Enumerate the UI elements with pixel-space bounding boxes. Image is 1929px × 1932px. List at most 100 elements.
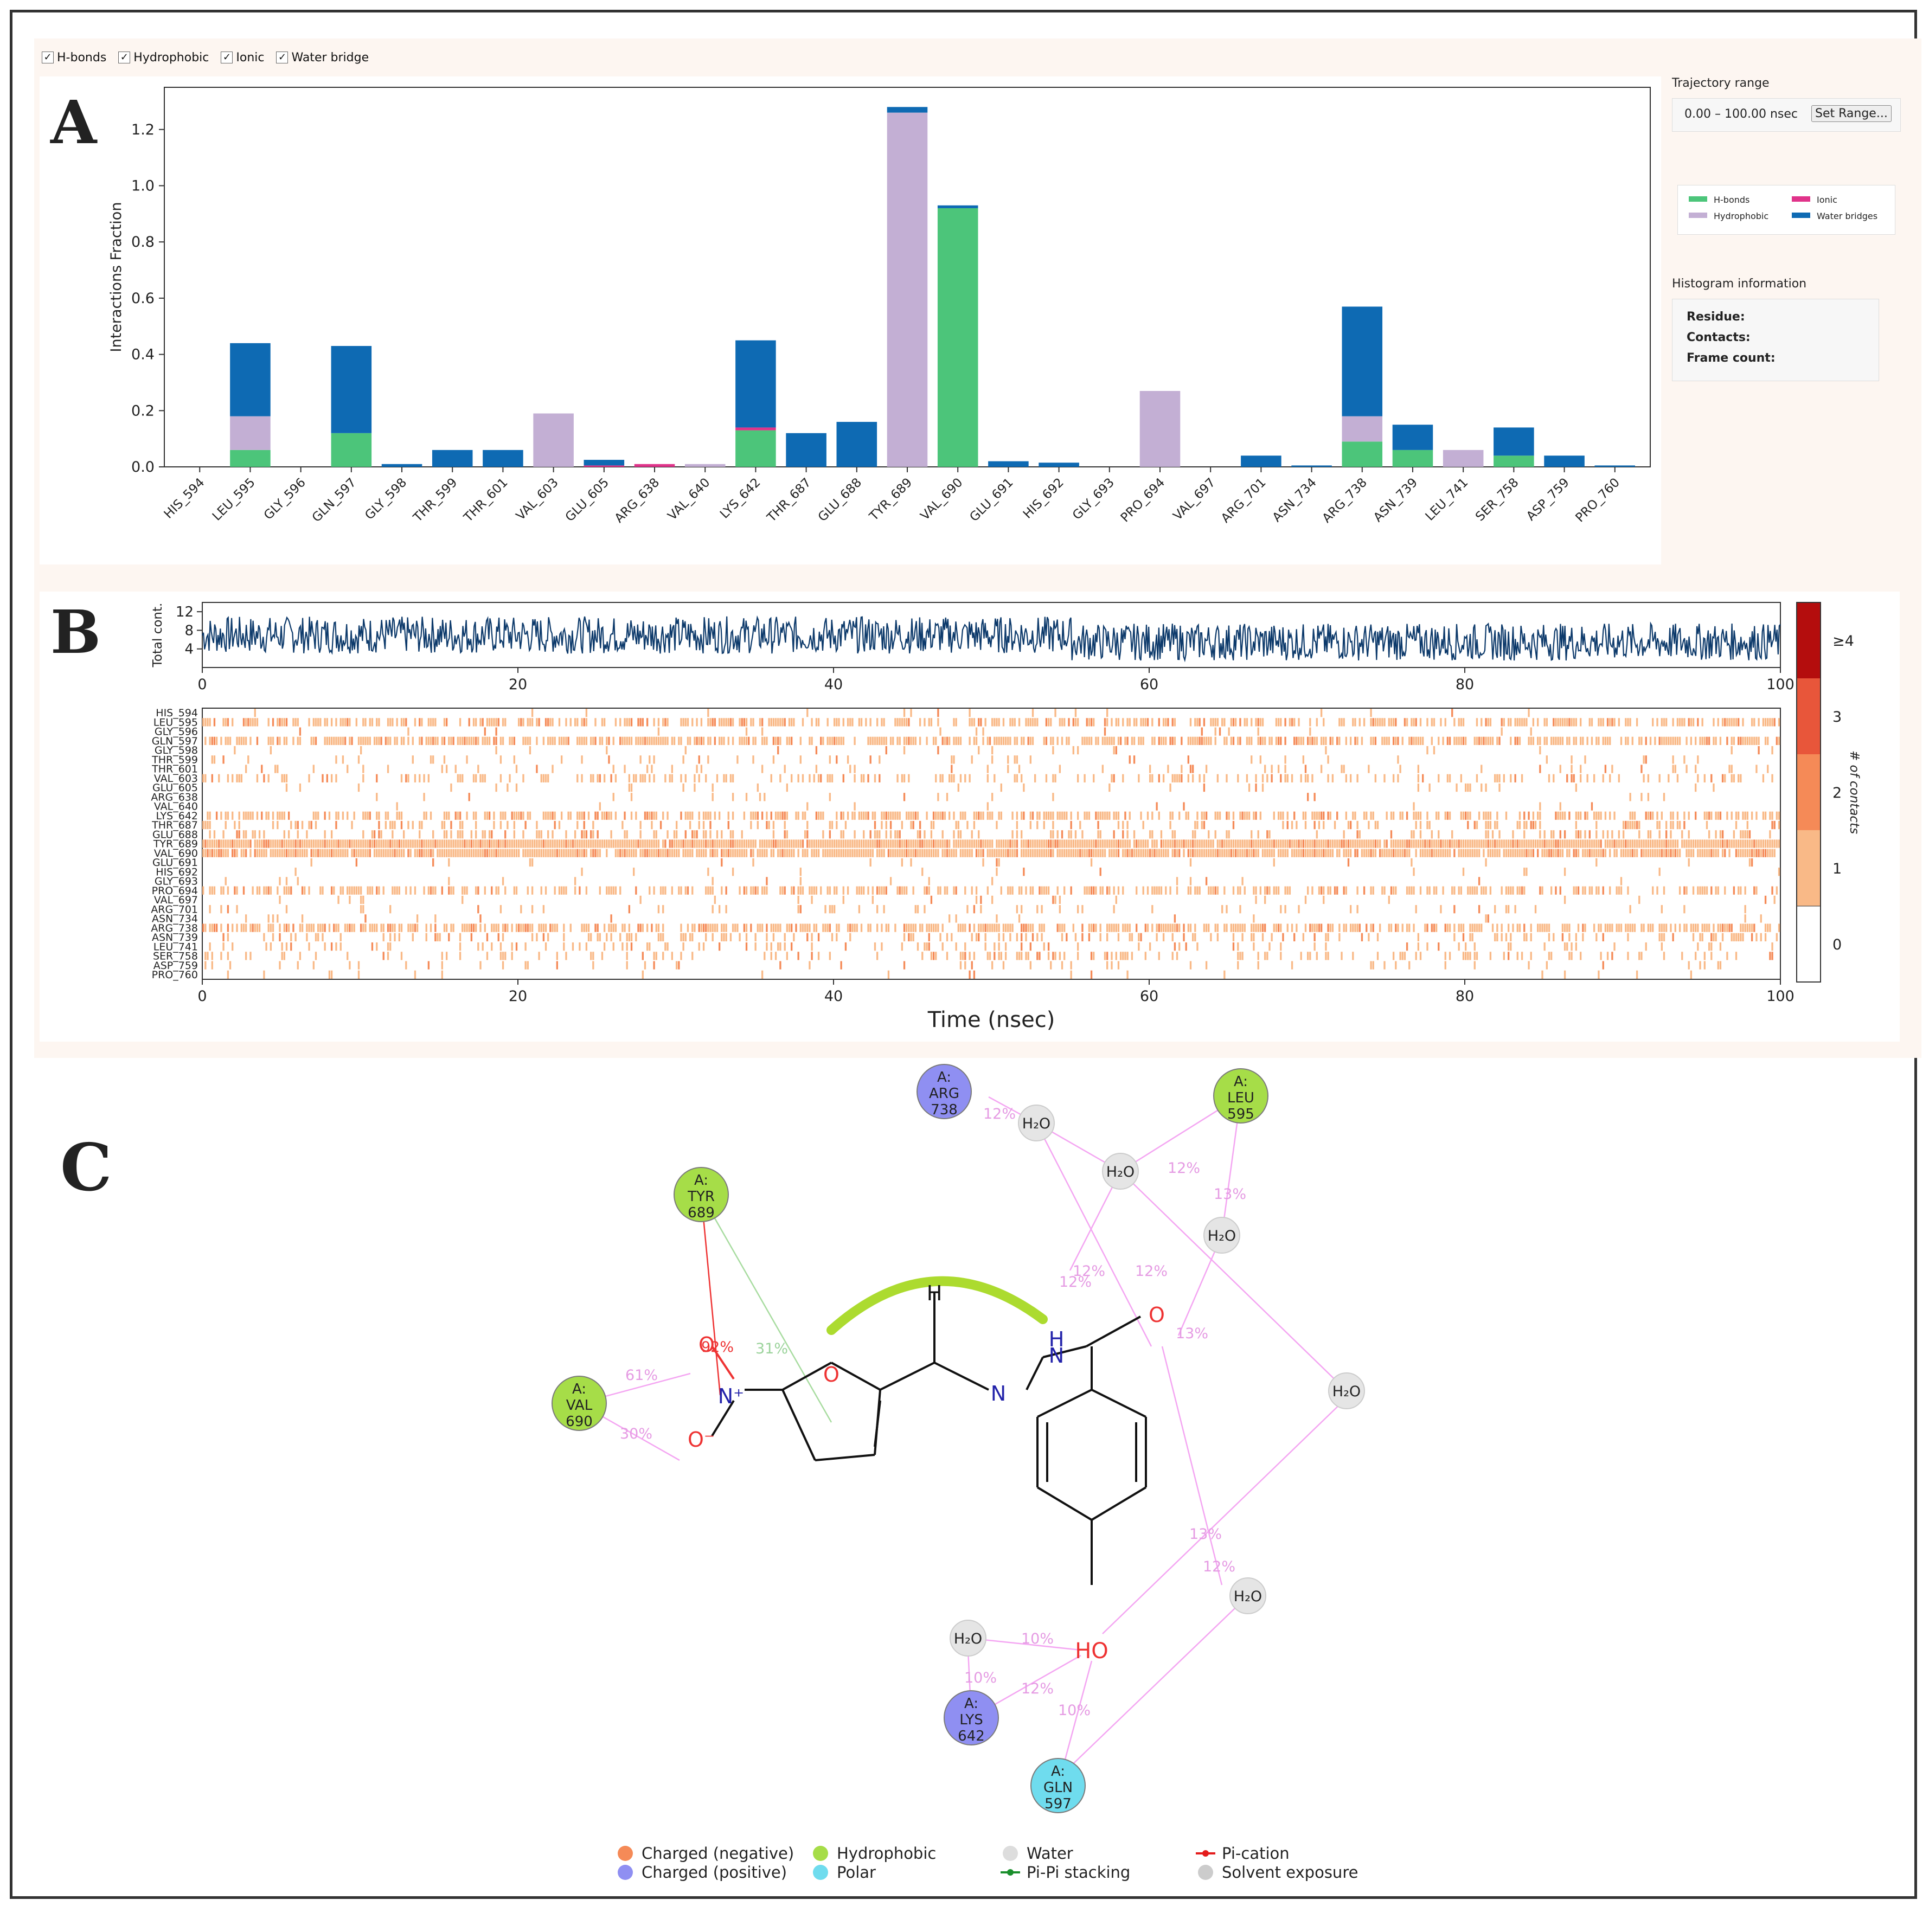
heatmap-cell [1221, 905, 1223, 913]
heatmap-cell [516, 924, 517, 932]
heatmap-cell [906, 839, 907, 848]
heatmap-cell [1755, 849, 1757, 857]
heatmap-cell [265, 887, 267, 895]
heatmap-cell [337, 839, 339, 848]
heatmap-cell [739, 839, 740, 848]
heatmap-cell [1356, 821, 1358, 829]
heatmap-cell [360, 839, 362, 848]
heatmap-cell [209, 718, 210, 726]
heatmap-cell [412, 755, 414, 763]
heatmap-cell [1533, 839, 1534, 848]
heatmap-cell [1046, 839, 1047, 848]
heatmap-cell [1251, 839, 1252, 848]
heatmap-cell [682, 755, 684, 763]
heatmap-cell [1309, 952, 1311, 960]
heatmap-cell [212, 737, 213, 745]
heatmap-cell [1280, 905, 1281, 913]
heatmap-cell [1629, 821, 1631, 829]
heatmap-cell [629, 905, 630, 913]
checkbox-box[interactable]: ✓ [276, 52, 288, 63]
heatmap-cell [1469, 933, 1471, 941]
heatmap-cell [319, 839, 321, 848]
heatmap-cell [243, 849, 245, 857]
heatmap-cell [1185, 942, 1187, 951]
checkbox-box[interactable]: ✓ [118, 52, 130, 63]
heatmap-cell [471, 924, 472, 932]
heatmap-cell [816, 718, 817, 726]
checkbox-box[interactable]: ✓ [221, 52, 233, 63]
heatmap-cell [399, 924, 400, 932]
heatmap-cell [861, 887, 862, 895]
heatmap-cell [1453, 905, 1455, 913]
heatmap-cell [969, 709, 970, 717]
heatmap-cell [1021, 905, 1022, 913]
heatmap-cell [599, 839, 601, 848]
heatmap-cell [1009, 933, 1011, 941]
checkbox-box[interactable]: ✓ [42, 52, 54, 63]
heatmap-cell [1118, 887, 1119, 895]
heatmap-cell [730, 830, 732, 838]
heatmap-cell [1174, 737, 1176, 745]
heatmap-cell [656, 830, 657, 838]
heatmap-cell [978, 933, 979, 941]
heatmap-cell [239, 737, 240, 745]
heatmap-cell [730, 839, 732, 848]
heatmap-cell [761, 765, 763, 773]
heatmap-cell [1643, 849, 1644, 857]
heatmap-cell [1278, 839, 1279, 848]
heatmap-cell [1663, 887, 1665, 895]
heatmap-cell [1194, 933, 1196, 941]
heatmap-cell [1095, 839, 1097, 848]
heatmap-cell [894, 718, 896, 726]
heatmap-cell [712, 784, 714, 792]
heatmap-cell [1688, 839, 1690, 848]
heatmap-cell [1546, 718, 1548, 726]
heatmap-cell [315, 849, 317, 857]
heatmap-cell [1659, 933, 1661, 941]
heatmap-cell [682, 839, 684, 848]
heatmap-cell [1048, 887, 1049, 895]
heatmap-cell [1327, 755, 1329, 763]
heatmap-cell [459, 839, 461, 848]
heatmap-cell [944, 812, 946, 820]
heatmap-cell [838, 924, 839, 932]
heatmap-cell [1435, 812, 1437, 820]
heatmap-cell [286, 924, 287, 932]
filter-hydrophobic-checkbox[interactable]: ✓Hydrophobic [118, 51, 209, 65]
heatmap-cell [1648, 774, 1649, 782]
heatmap-cell [1526, 821, 1527, 829]
heatmap-cell [883, 737, 885, 745]
heatmap-cell [599, 802, 601, 810]
heatmap-cell [1571, 942, 1572, 951]
set-range-button[interactable]: Set Range... [1811, 105, 1892, 122]
heatmap-cell [1636, 849, 1638, 857]
heatmap-cell [592, 952, 594, 960]
heatmap-cell [962, 812, 964, 820]
heatmap-cell [915, 812, 917, 820]
filter-water-bridge-checkbox[interactable]: ✓Water bridge [276, 51, 369, 65]
filter-hbonds-checkbox[interactable]: ✓H-bonds [42, 51, 106, 65]
heatmap-cell [1523, 718, 1525, 726]
heatmap-cell [1210, 839, 1212, 848]
heatmap-cell [955, 887, 957, 895]
heatmap-cell [1643, 755, 1644, 763]
heatmap-cell [1223, 839, 1225, 848]
heatmap-cell [879, 737, 880, 745]
heatmap-cell [227, 737, 229, 745]
heatmap-cell [351, 924, 353, 932]
heatmap-cell [764, 887, 765, 895]
heatmap-cell [1738, 933, 1739, 941]
heatmap-cell [554, 839, 556, 848]
heatmap-cell [1176, 839, 1178, 848]
heatmap-cell [671, 887, 673, 895]
heatmap-cell [466, 839, 467, 848]
heatmap-cell [294, 821, 296, 829]
heatmap-cell [1501, 887, 1503, 895]
heatmap-cell [651, 924, 652, 932]
filter-ionic-checkbox[interactable]: ✓Ionic [221, 51, 264, 65]
heatmap-cell [1305, 774, 1306, 782]
bar-segment [230, 343, 271, 416]
heatmap-cell [890, 839, 892, 848]
heatmap-cell [1481, 839, 1482, 848]
